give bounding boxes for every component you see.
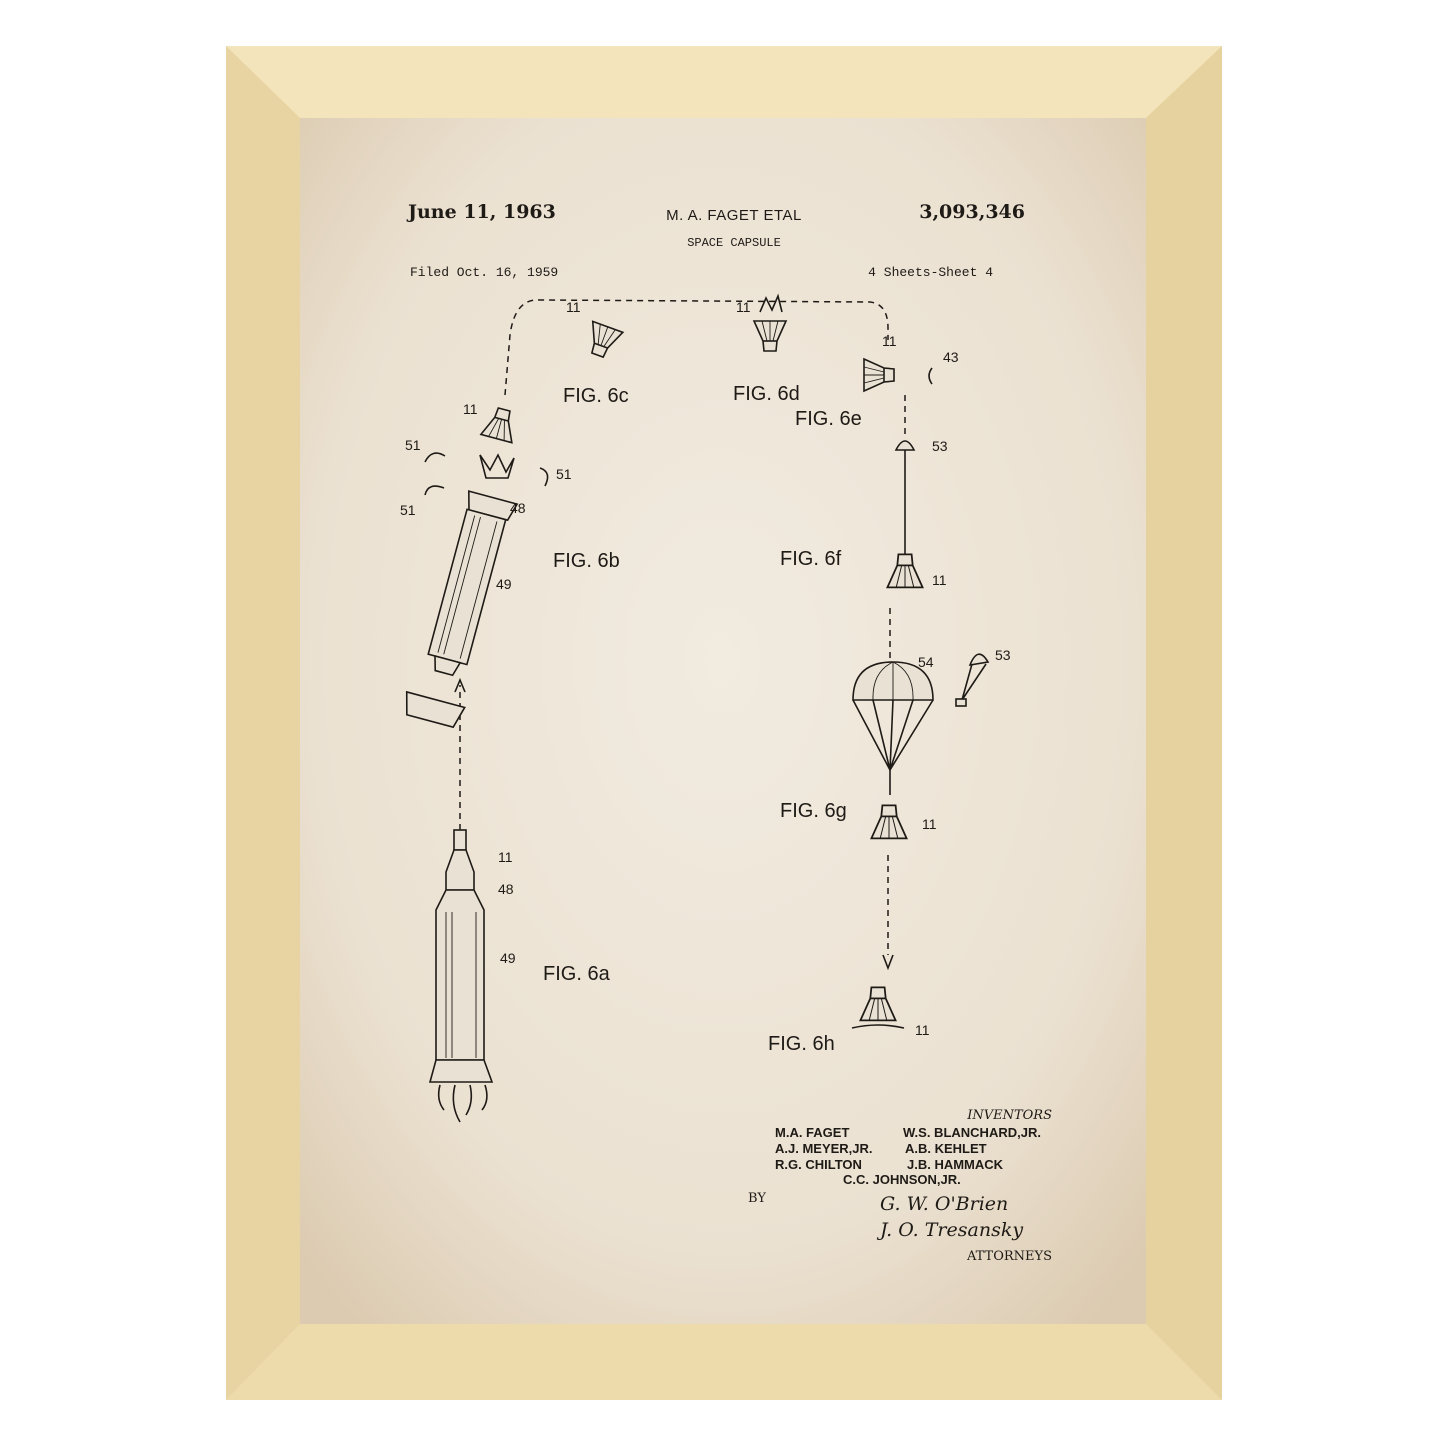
ref-11: 11 xyxy=(915,1022,930,1038)
fig-label-6f: FIG. 6f xyxy=(780,548,842,570)
inventors-heading: INVENTORS xyxy=(966,1108,1052,1123)
ref-11: 11 xyxy=(498,849,513,865)
signature-2: J. O. Tresansky xyxy=(876,1219,1023,1241)
inventor-name: R.G. CHILTON xyxy=(775,1157,862,1172)
ref-51: 51 xyxy=(556,466,572,482)
ref-51: 51 xyxy=(400,502,416,518)
inventor-name: W.S. BLANCHARD,JR. xyxy=(903,1125,1041,1140)
patent-date: June 11, 1963 xyxy=(406,201,556,223)
fig-label-6c: FIG. 6c xyxy=(563,385,629,407)
aged-paper xyxy=(300,118,1146,1324)
fig-label-6h: FIG. 6h xyxy=(768,1033,835,1055)
trajectory-path xyxy=(454,299,906,971)
ref-48: 48 xyxy=(498,881,514,897)
ref-11: 11 xyxy=(736,299,751,315)
fig-label-6e: FIG. 6e xyxy=(795,408,862,430)
ref-11: 11 xyxy=(922,816,937,832)
patent-title: SPACE CAPSULE xyxy=(687,236,781,250)
fig-6a-launch-vehicle xyxy=(428,829,494,1123)
inventor-name: A.B. KEHLET xyxy=(905,1141,987,1156)
inventor-name: J.B. HAMMACK xyxy=(907,1157,1004,1172)
filed-date: Filed Oct. 16, 1959 xyxy=(410,265,558,280)
fig-6f-drogue xyxy=(894,440,916,556)
ref-49: 49 xyxy=(500,950,516,966)
signature-1: G. W. O'Brien xyxy=(880,1193,1008,1215)
by-label: BY xyxy=(748,1191,766,1206)
ref-49: 49 xyxy=(496,576,512,592)
ref-11: 11 xyxy=(463,401,478,417)
fig-label-6b: FIG. 6b xyxy=(553,550,620,572)
sheet-count: 4 Sheets-Sheet 4 xyxy=(868,265,993,280)
fig-label-6d: FIG. 6d xyxy=(733,383,800,405)
ref-54: 54 xyxy=(918,654,934,670)
attorneys-label: ATTORNEYS xyxy=(966,1249,1052,1264)
ref-11: 11 xyxy=(566,299,581,315)
inventor-name: C.C. JOHNSON,JR. xyxy=(843,1172,961,1187)
jettisoned-drogue xyxy=(955,653,990,707)
fig-6b-booster-separation xyxy=(405,404,549,729)
inventor-name: A.J. MEYER,JR. xyxy=(775,1141,873,1156)
ref-43: 43 xyxy=(943,349,959,365)
fig-label-6g: FIG. 6g xyxy=(780,800,847,822)
ref-53: 53 xyxy=(995,647,1011,663)
inventor-name: M.A. FAGET xyxy=(775,1125,849,1140)
ref-51: 51 xyxy=(405,437,421,453)
inventor-line: M. A. FAGET ETAL xyxy=(666,207,802,224)
ref-11: 11 xyxy=(932,572,947,588)
ref-48: 48 xyxy=(510,500,526,516)
fig-6g-main-parachute xyxy=(852,661,934,795)
patent-number: 3,093,346 xyxy=(919,201,1025,223)
ref-11: 11 xyxy=(882,333,897,349)
fig-label-6a: FIG. 6a xyxy=(543,963,611,985)
ref-53: 53 xyxy=(932,438,948,454)
